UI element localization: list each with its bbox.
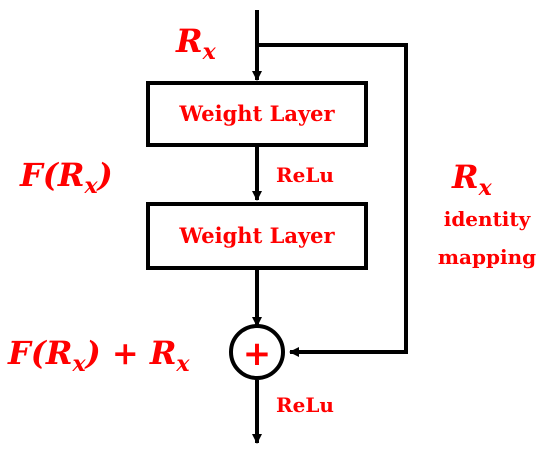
sum-node — [229, 324, 285, 380]
skip-connection — [257, 43, 408, 357]
identity-main: R — [451, 158, 479, 196]
input-label-sub: x — [202, 39, 217, 65]
identity-sub: x — [478, 175, 493, 201]
residual-suffix: ) — [96, 156, 113, 194]
identity-text: identity — [444, 207, 532, 231]
output-sub-2: x — [175, 351, 190, 377]
residual-sub: x — [83, 173, 98, 199]
weight-layer-1-label: Weight Layer — [178, 101, 335, 126]
output-prefix: F(R — [7, 334, 72, 372]
output-label: F(Rx) + Rx — [7, 334, 190, 377]
sum-symbol: + — [243, 334, 272, 374]
residual-prefix: F(R — [19, 156, 84, 194]
weight-layer-2-label: Weight Layer — [178, 223, 335, 248]
mapping-text: mapping — [438, 245, 536, 269]
residual-function-label: F(Rx) — [19, 156, 113, 199]
weight-layer-1-box — [146, 81, 368, 147]
input-label-main: R — [175, 22, 203, 60]
input-label: Rx — [175, 22, 217, 65]
identity-label: Rx — [451, 158, 493, 201]
weight-layer-2-box — [146, 202, 368, 270]
output-mid: ) + R — [84, 334, 177, 372]
relu-mid-label: ReLu — [276, 163, 334, 187]
output-sub-1: x — [71, 351, 86, 377]
relu-out-label: ReLu — [276, 393, 334, 417]
